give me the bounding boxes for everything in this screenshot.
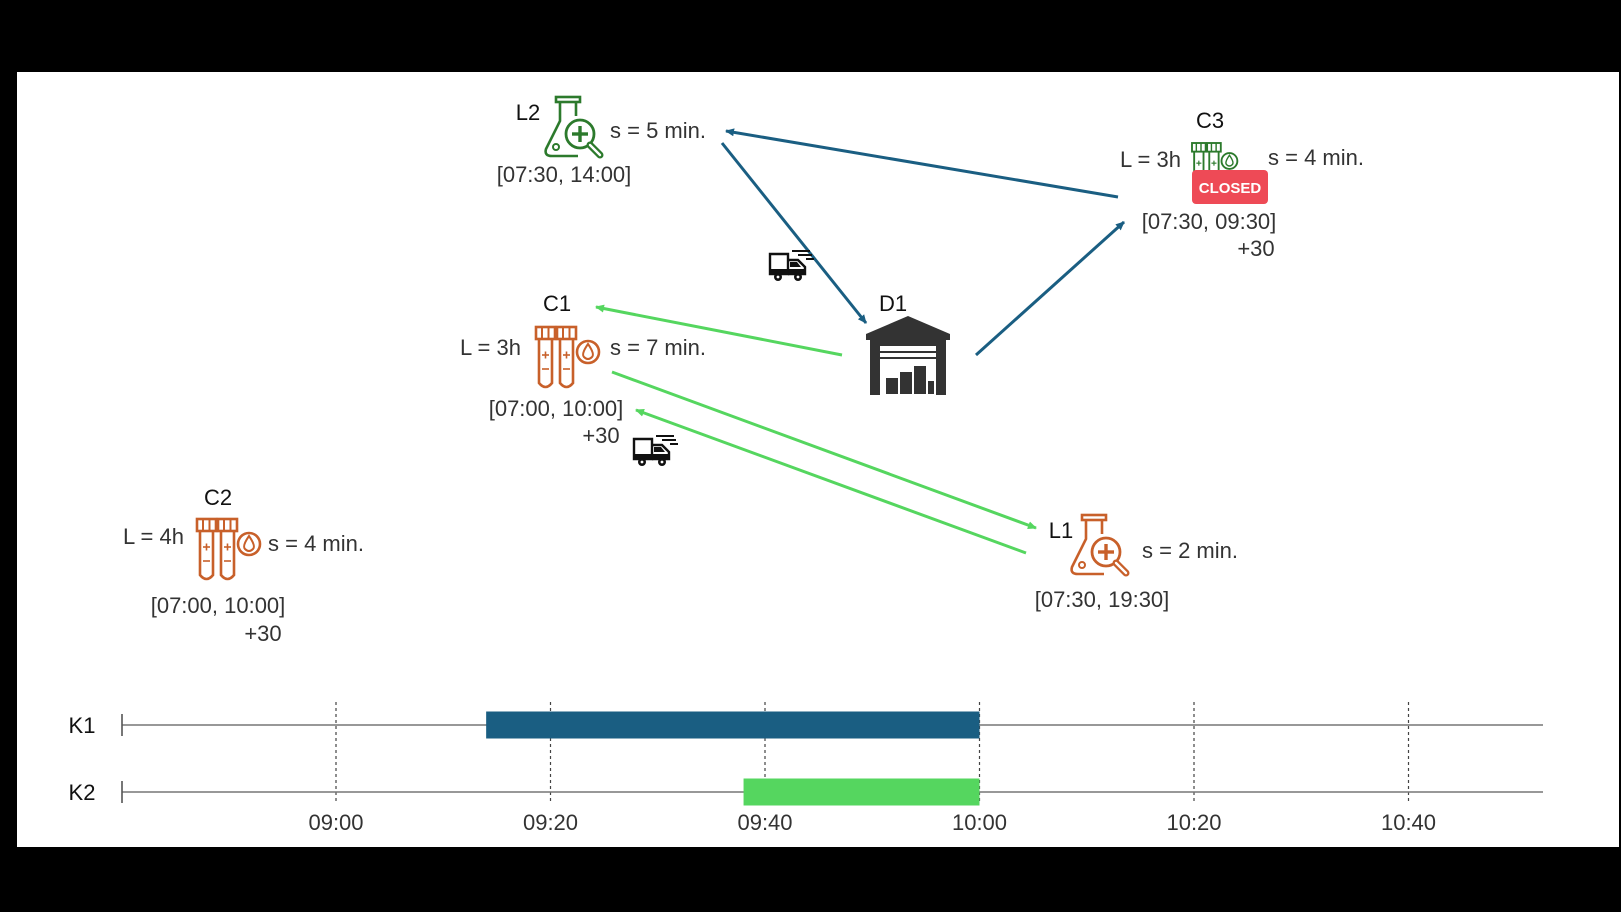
timeline-tick-label: 10:40 (1381, 810, 1436, 835)
extra-time: +30 (582, 423, 619, 448)
timeline-tick-label: 09:00 (308, 810, 363, 835)
arrow-c3-to-l2 (725, 128, 1119, 199)
arrow-l2-to-d1 (720, 142, 868, 324)
arrow-d1-to-c3 (974, 220, 1126, 357)
service-time: s = 4 min. (1268, 145, 1364, 170)
service-time: s = 7 min. (610, 335, 706, 360)
timeline-row-label: K2 (69, 780, 96, 805)
node-l1: L1 s = 2 min. [07:30, 19:30] (1035, 515, 1238, 612)
arrow-c1-to-l1 (611, 370, 1037, 530)
node-label: C1 (543, 291, 571, 316)
closed-badge-label: CLOSED (1199, 180, 1262, 197)
node-c3: C3 L = 3h CLOSED s = 4 min. [07:30, 09:3… (1120, 108, 1364, 261)
lead-time: L = 3h (460, 335, 521, 360)
node-label: C2 (204, 485, 232, 510)
timeline-bar-k1 (486, 711, 980, 739)
timeline-row-label: K1 (69, 713, 96, 738)
node-c1: C1 L = 3h s = 7 min. [07:00, 10:00] +30 (460, 291, 706, 448)
time-window: [07:00, 10:00] (489, 396, 624, 421)
node-l2: L2 s = 5 min. [07:30, 14:00] (497, 97, 706, 187)
lead-time: L = 3h (1120, 147, 1181, 172)
node-label: D1 (879, 291, 907, 316)
time-window: [07:00, 10:00] (151, 593, 286, 618)
node-d1: D1 (866, 291, 950, 395)
node-label: C3 (1196, 108, 1224, 133)
time-window: [07:30, 19:30] (1035, 587, 1170, 612)
timeline-tick-label: 10:20 (1166, 810, 1221, 835)
arrow-d1-to-c1 (595, 304, 843, 357)
timeline-bar-k2 (743, 778, 980, 806)
node-label: L1 (1049, 518, 1073, 543)
lead-time: L = 4h (123, 524, 184, 549)
route-arrows (595, 128, 1126, 555)
time-window: [07:30, 09:30] (1142, 209, 1277, 234)
arrow-l1-to-c1 (635, 408, 1027, 555)
extra-time: +30 (1237, 236, 1274, 261)
timeline-tick-label: 09:20 (523, 810, 578, 835)
time-window: [07:30, 14:00] (497, 162, 632, 187)
service-time: s = 5 min. (610, 118, 706, 143)
timeline-tick-label: 10:00 (952, 810, 1007, 835)
warehouse-icon (866, 316, 950, 395)
node-label: L2 (516, 100, 540, 125)
timeline-tick-label: 09:40 (737, 810, 792, 835)
extra-time: +30 (244, 621, 281, 646)
closed-badge: CLOSED (1192, 170, 1268, 204)
node-c2: C2 L = 4h s = 4 min. [07:00, 10:00] +30 (123, 485, 364, 646)
service-time: s = 2 min. (1142, 538, 1238, 563)
service-time: s = 4 min. (268, 531, 364, 556)
